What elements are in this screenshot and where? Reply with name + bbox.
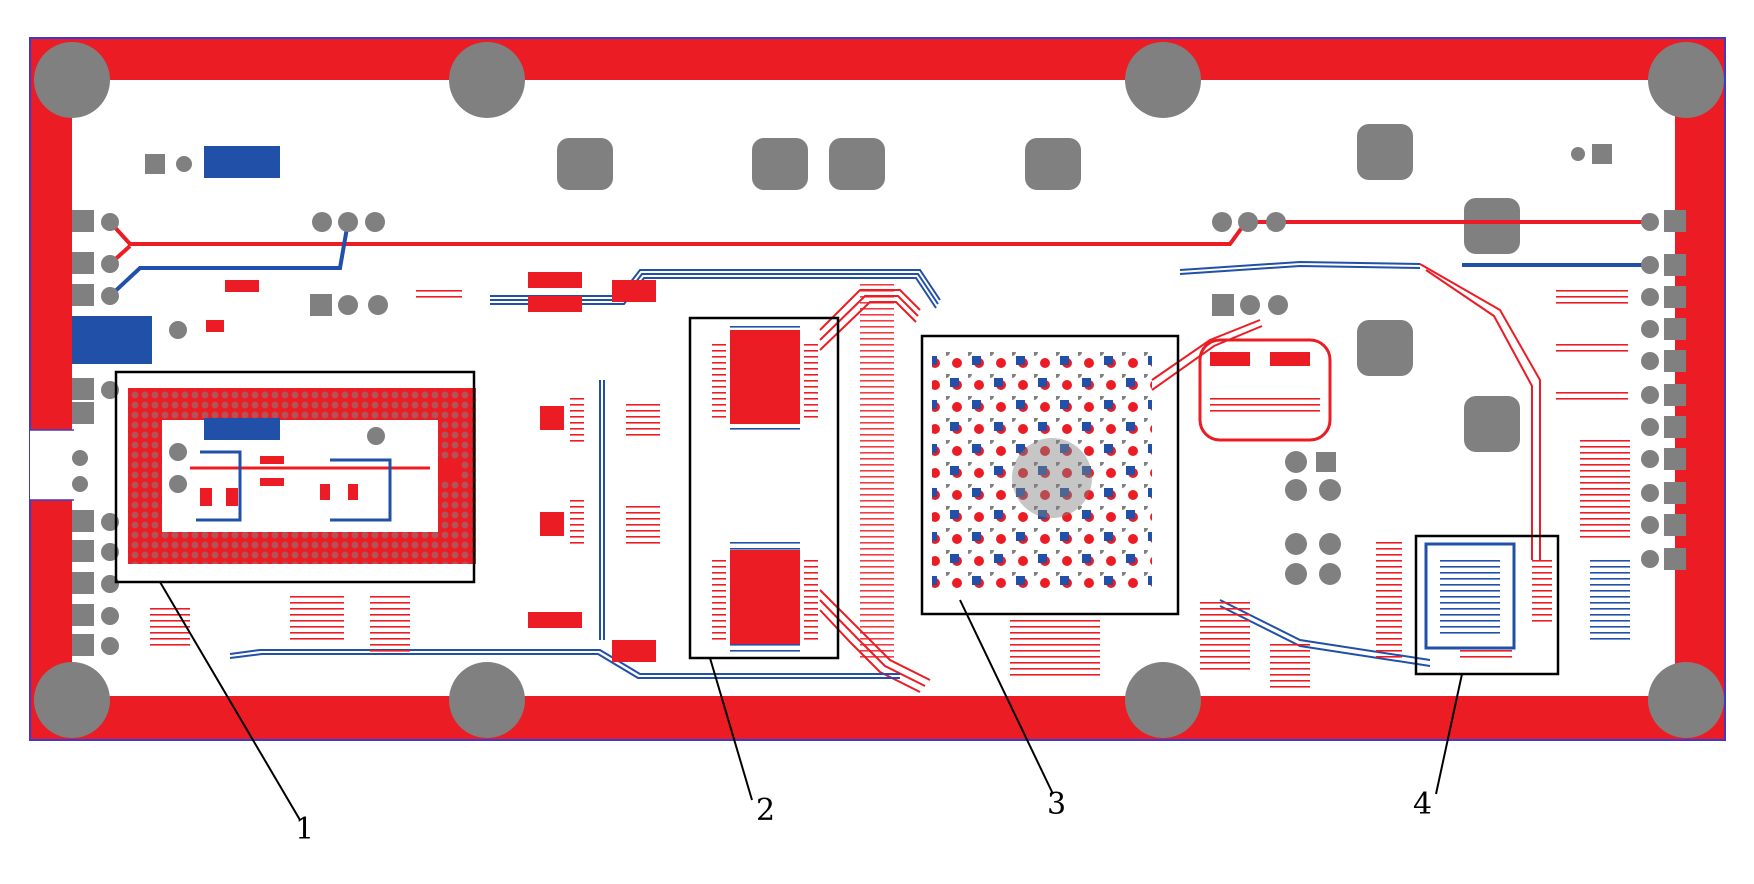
qfp-chip-lower: [712, 542, 818, 652]
rf-shield-module: [128, 388, 476, 564]
thru-hole-headers: [145, 144, 1612, 339]
callout-label-2: 2: [756, 793, 776, 828]
small-ic-area: [1424, 542, 1552, 662]
qfp-chip-upper: [712, 322, 818, 432]
bga-chip: [932, 350, 1152, 590]
leader-lines: [159, 581, 1463, 821]
top-rail-traces-blue: [108, 221, 1650, 298]
callout-label-1: 1: [295, 812, 315, 847]
left-connector-pads: [72, 210, 152, 656]
passive-components: [150, 272, 1402, 688]
mounting-holes: [34, 42, 1724, 738]
right-side-components: [1198, 290, 1630, 640]
callout-label-3: 3: [1047, 787, 1067, 822]
right-connector-pads: [1641, 210, 1686, 570]
edge-connector-cut: [30, 429, 88, 501]
callout-boxes: [114, 316, 1560, 676]
large-square-pads: [557, 124, 1520, 452]
callout-label-4: 4: [1413, 787, 1433, 822]
